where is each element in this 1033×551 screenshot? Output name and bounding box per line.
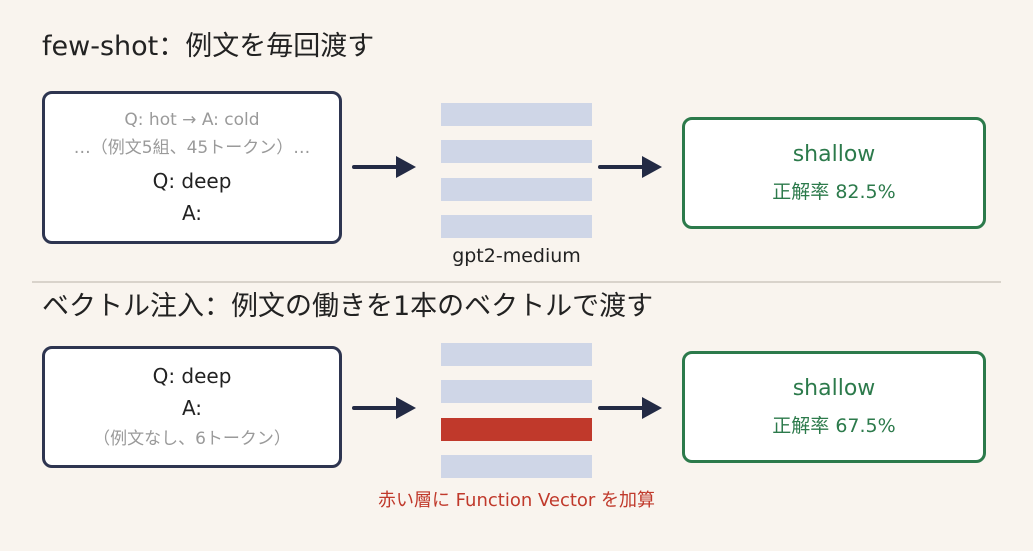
model-label: gpt2-medium	[452, 245, 581, 267]
fewshot-ellipsis-line: …（例文5組、45トークン）…	[73, 138, 311, 158]
fewshot-output-word: shallow	[792, 142, 876, 167]
fewshot-model-layer	[441, 178, 592, 201]
fewshot-example-line: Q: hot → A: cold	[124, 110, 260, 130]
vector-accuracy: 正解率 67.5%	[772, 415, 896, 437]
vector-note-line: （例文なし、6トークン）	[93, 429, 291, 449]
vector-answer-line: A:	[181, 396, 203, 420]
fewshot-query-line: Q: deep	[152, 169, 232, 193]
fewshot-output-arrow-icon	[598, 156, 662, 178]
vector-output-word: shallow	[792, 376, 876, 401]
vector-output-arrow-icon	[598, 397, 662, 419]
fewshot-answer-line: A:	[181, 201, 203, 225]
fewshot-model-layer	[441, 140, 592, 163]
vector-model-layer	[441, 380, 592, 403]
fewshot-output-box: shallow 正解率 82.5%	[682, 117, 986, 229]
fewshot-input-box: Q: hot → A: cold …（例文5組、45トークン）… Q: deep…	[42, 91, 342, 244]
vector-model-layer	[441, 343, 592, 366]
vector-output-box: shallow 正解率 67.5%	[682, 351, 986, 463]
section-divider	[32, 281, 1001, 283]
vector-query-line: Q: deep	[152, 364, 232, 388]
injected-layer	[441, 418, 592, 441]
vector-model-layer	[441, 455, 592, 478]
injection-label: 赤い層に Function Vector を加算	[377, 490, 656, 511]
vector-input-box: Q: deep A: （例文なし、6トークン）	[42, 346, 342, 468]
fewshot-model-layer	[441, 215, 592, 238]
fewshot-input-arrow-icon	[352, 156, 416, 178]
fewshot-accuracy: 正解率 82.5%	[772, 181, 896, 203]
fewshot-model-layer	[441, 103, 592, 126]
vector-section-title: ベクトル注入：例文の働きを1本のベクトルで渡す	[42, 291, 654, 322]
vector-input-arrow-icon	[352, 397, 416, 419]
fewshot-section-title: few-shot：例文を毎回渡す	[42, 31, 375, 62]
